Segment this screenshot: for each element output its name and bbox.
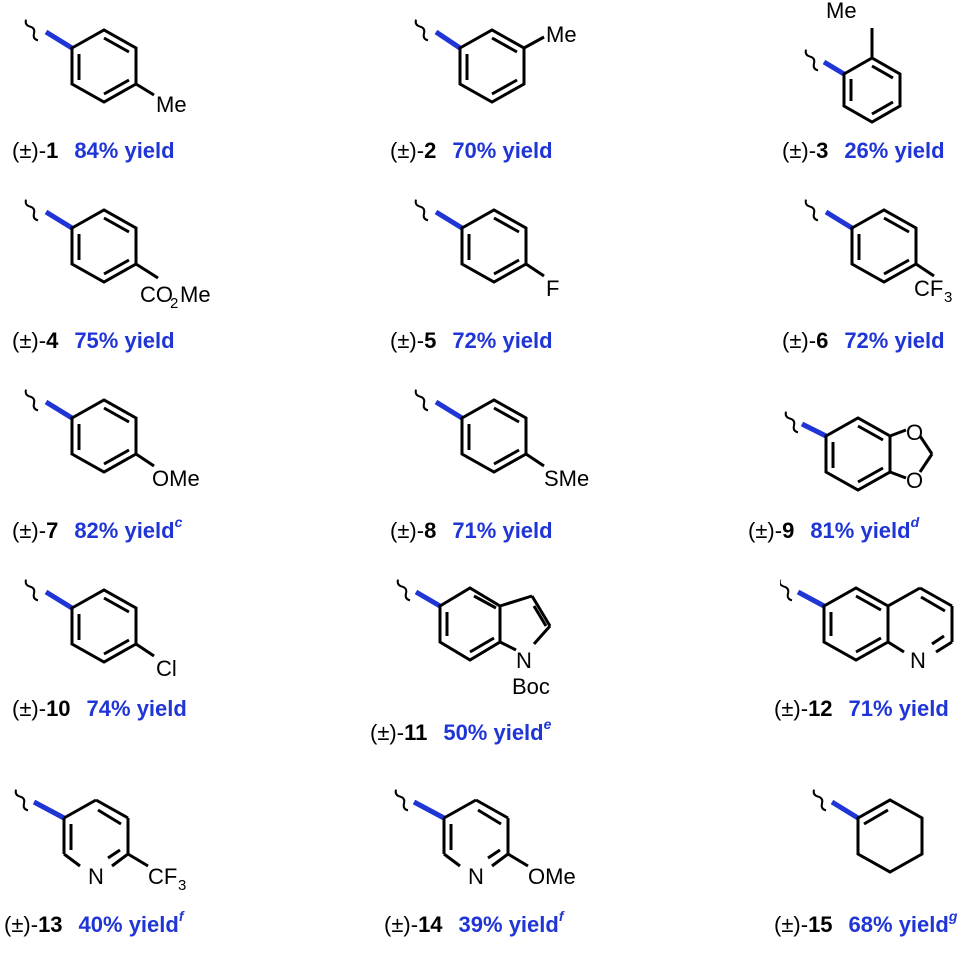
- footnote-marker: f: [178, 908, 184, 924]
- svg-text:N: N: [910, 648, 926, 673]
- structure-boc-indolyl: N Boc: [396, 579, 552, 699]
- yield-label: 84% yield: [74, 138, 175, 163]
- svg-text:3: 3: [944, 289, 952, 306]
- structure-methoxypyridinyl: N OMe: [394, 789, 576, 889]
- footnote-marker: e: [543, 716, 552, 732]
- svg-text:SMe: SMe: [544, 466, 589, 491]
- svg-text:Me: Me: [546, 22, 577, 47]
- structure-4-fluorophenyl: F: [414, 199, 559, 301]
- structure-4-methylthiophenyl: SMe: [414, 389, 589, 491]
- svg-text:O: O: [906, 468, 923, 493]
- svg-text:2: 2: [170, 295, 178, 312]
- yield-label: 70% yield: [452, 138, 553, 163]
- structure-quinolinyl: N: [780, 579, 954, 673]
- svg-text:3: 3: [178, 877, 186, 894]
- svg-text:Cl: Cl: [156, 656, 177, 681]
- yield-label: 75% yield: [74, 328, 175, 353]
- svg-text:N: N: [468, 864, 484, 889]
- yield-label: 26% yield: [844, 138, 945, 163]
- footnote-marker: g: [948, 908, 958, 924]
- compound-3: Me: [780, 0, 980, 190]
- yield-label: 82% yieldc: [74, 514, 183, 543]
- yield-label: 39% yieldf: [458, 908, 564, 937]
- yield-label: 72% yield: [844, 328, 945, 353]
- structure-4-methylphenyl: Me: [24, 19, 187, 117]
- svg-text:CO: CO: [140, 282, 173, 307]
- structure-cyclohexenyl: [812, 789, 924, 874]
- svg-text:OMe: OMe: [528, 864, 576, 889]
- yield-label: 71% yield: [452, 518, 553, 543]
- yield-label: 68% yieldg: [848, 908, 958, 937]
- yield-label: 71% yield: [848, 696, 949, 721]
- structure-benzodioxolyl: O O: [784, 411, 934, 493]
- footnote-marker: f: [558, 908, 564, 924]
- svg-text:OMe: OMe: [152, 466, 200, 491]
- structure-2-methylphenyl: Me: [804, 0, 902, 124]
- yield-label: 40% yieldf: [78, 908, 184, 937]
- yield-label: 81% yieldd: [810, 514, 920, 543]
- svg-text:O: O: [906, 420, 923, 445]
- footnote-marker: c: [174, 514, 183, 530]
- structure-4-methoxyphenyl: OMe: [24, 389, 200, 491]
- svg-text:CF: CF: [148, 864, 177, 889]
- structure-4-chlorophenyl: Cl: [24, 579, 177, 681]
- yield-label: 50% yielde: [443, 716, 552, 745]
- svg-text:N: N: [516, 648, 532, 673]
- svg-text:Me: Me: [826, 0, 857, 23]
- footnote-marker: d: [910, 514, 920, 530]
- svg-text:Boc: Boc: [512, 674, 550, 699]
- svg-text:F: F: [546, 276, 559, 301]
- svg-text:Me: Me: [180, 282, 211, 307]
- yield-label: 74% yield: [86, 696, 187, 721]
- structure-3-methylphenyl: Me: [414, 19, 577, 104]
- yield-label: 72% yield: [452, 328, 553, 353]
- svg-text:Me: Me: [156, 92, 187, 117]
- svg-text:CF: CF: [914, 276, 943, 301]
- svg-text:N: N: [88, 864, 104, 889]
